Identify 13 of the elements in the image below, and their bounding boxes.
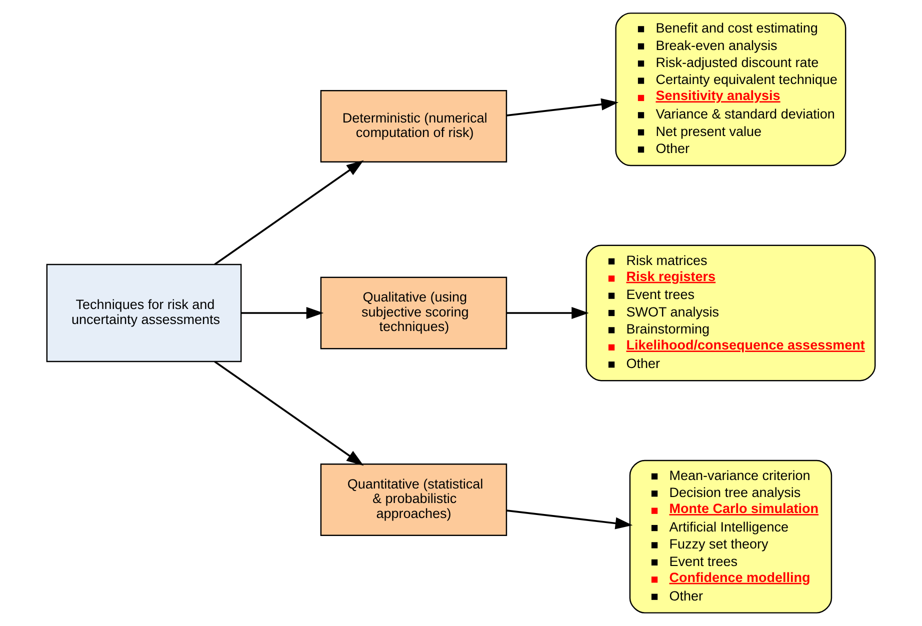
node-box: Mean-variance criterion Decision tree analysis Monte Carlo simulation Artificial Intelligence Fuzzy set theory Event trees Confidence modelling Other — [629, 460, 832, 614]
arrow — [214, 160, 364, 266]
arrow — [506, 98, 619, 116]
node-box: Techniques for risk and uncertainty assessments — [46, 264, 242, 362]
node-box: Quantitative (statistical & probabilistic approaches) — [320, 464, 508, 536]
arrow — [506, 510, 633, 530]
node-box: Qualitative (using subjective scoring techniques) — [320, 276, 508, 350]
node-box: Benefit and cost estimating Break-even analysis Risk-adjusted discount rate Certainty equivalent technique Sensitivity analysis Variance & standard deviation Net present value Other — [615, 12, 846, 166]
node-box: Risk matrices Risk registers Event trees SWOT analysis Brainstorming Likelihood/consequence assessment Other — [586, 244, 876, 382]
arrow — [241, 306, 324, 320]
arrow — [214, 360, 364, 466]
node-box: Deterministic (numerical computation of risk) — [320, 90, 508, 162]
arrow — [506, 306, 589, 320]
